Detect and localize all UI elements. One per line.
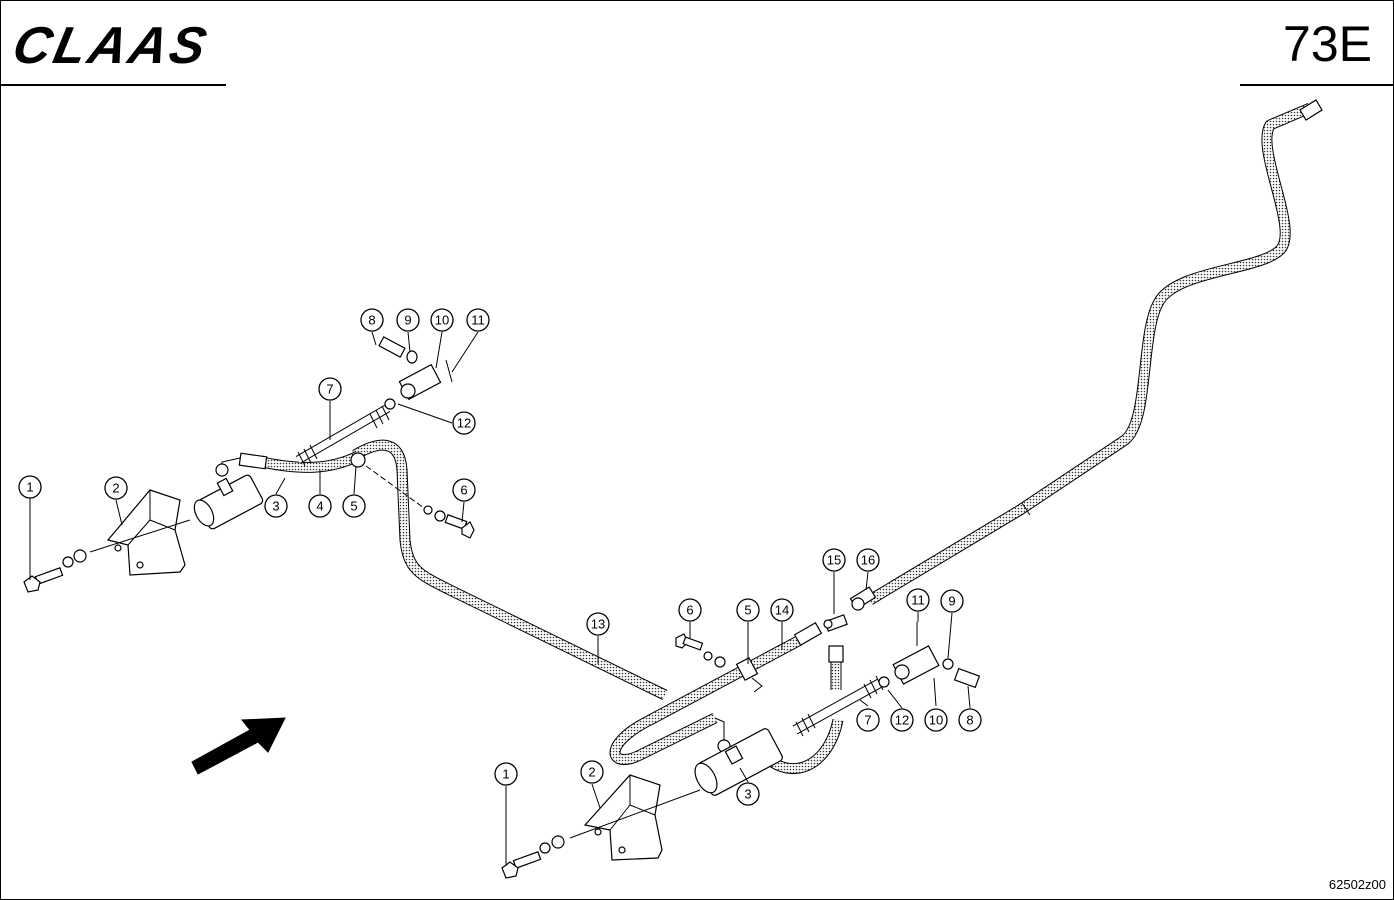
svg-text:12: 12 xyxy=(457,416,471,431)
svg-text:10: 10 xyxy=(929,713,943,728)
callout-2-upper: 2 xyxy=(104,476,128,500)
hose-end-fitting-top xyxy=(1299,99,1323,121)
svg-text:11: 11 xyxy=(911,593,925,608)
logo-underline xyxy=(0,84,226,86)
svg-text:13: 13 xyxy=(591,617,605,632)
callout-10-upper: 10 xyxy=(430,308,454,332)
svg-text:10: 10 xyxy=(435,313,449,328)
bracket-lower-2 xyxy=(583,774,663,861)
pin-lower-8 xyxy=(942,658,981,689)
callout-7-lower: 7 xyxy=(856,708,880,732)
bolt-lower-6 xyxy=(675,633,726,668)
tee-fitting-15 xyxy=(823,614,848,632)
callout-11-upper: 11 xyxy=(466,308,490,332)
hose-line-13 xyxy=(352,439,668,700)
svg-text:9: 9 xyxy=(948,594,955,609)
callout-7-upper: 7 xyxy=(318,377,342,401)
callout-6-upper: 6 xyxy=(452,478,476,502)
callout-6-lower: 6 xyxy=(678,598,702,622)
callout-3-upper: 3 xyxy=(264,494,288,518)
svg-text:1: 1 xyxy=(26,480,33,495)
svg-text:12: 12 xyxy=(895,713,909,728)
alignment-lines xyxy=(89,465,701,839)
clevis-upper-10 xyxy=(384,363,442,410)
hose-line-4 xyxy=(215,451,361,477)
callout-5-lower: 5 xyxy=(736,598,760,622)
svg-text:8: 8 xyxy=(368,313,375,328)
direction-arrow xyxy=(191,717,286,775)
callout-4: 4 xyxy=(308,494,332,518)
page-code: 73E xyxy=(1283,16,1372,72)
callout-15: 15 xyxy=(822,548,846,572)
svg-text:7: 7 xyxy=(864,713,871,728)
callout-8-lower: 8 xyxy=(958,708,982,732)
callout-2-lower: 2 xyxy=(580,760,604,784)
svg-text:3: 3 xyxy=(744,787,751,802)
svg-text:15: 15 xyxy=(827,553,841,568)
piston-rod-lower-7 xyxy=(792,675,884,737)
hose-line-14 xyxy=(609,621,823,765)
svg-text:6: 6 xyxy=(686,603,693,618)
clamp-upper-5 xyxy=(350,452,366,468)
svg-text:2: 2 xyxy=(112,481,119,496)
svg-text:9: 9 xyxy=(404,313,411,328)
callout-9-lower: 9 xyxy=(940,589,964,613)
cylinder-upper-3 xyxy=(193,474,264,530)
hose-fitting-16 xyxy=(849,586,877,611)
callout-12-upper: 12 xyxy=(452,411,476,435)
callout-5-upper: 5 xyxy=(342,494,366,518)
pin-upper-8 xyxy=(378,336,453,383)
svg-text:16: 16 xyxy=(861,553,875,568)
hose-line-16 xyxy=(867,102,1313,605)
cylinder-lower-3 xyxy=(694,728,783,796)
svg-text:3: 3 xyxy=(272,499,279,514)
callout-12-lower: 12 xyxy=(890,708,914,732)
svg-text:4: 4 xyxy=(316,499,323,514)
bolt-lower-1 xyxy=(501,835,565,879)
clamp-lower-5 xyxy=(735,656,763,693)
callout-10-lower: 10 xyxy=(924,708,948,732)
callout-3-lower: 3 xyxy=(736,782,760,806)
svg-text:11: 11 xyxy=(471,313,485,328)
callout-leaders xyxy=(29,331,971,866)
svg-text:1: 1 xyxy=(502,767,509,782)
callout-14: 14 xyxy=(770,598,794,622)
callout-8-upper: 8 xyxy=(360,308,384,332)
svg-text:6: 6 xyxy=(460,483,467,498)
clevis-lower-10 xyxy=(878,622,940,688)
callout-11-lower: 11 xyxy=(906,588,930,612)
svg-text:14: 14 xyxy=(775,603,789,618)
piston-rod-upper-7 xyxy=(295,404,391,467)
bolt-upper-6 xyxy=(423,505,475,539)
callout-13: 13 xyxy=(586,612,610,636)
svg-text:5: 5 xyxy=(350,499,357,514)
callout-16: 16 xyxy=(856,548,880,572)
callout-9-upper: 9 xyxy=(396,308,420,332)
callout-1-upper: 1 xyxy=(18,475,42,499)
svg-text:7: 7 xyxy=(326,382,333,397)
drawing-id: 62502z00 xyxy=(1328,877,1386,892)
bracket-upper-2 xyxy=(106,489,186,576)
hose-line-lower xyxy=(769,645,844,775)
page-code-underline xyxy=(1240,84,1394,86)
callout-1-lower: 1 xyxy=(494,762,518,786)
svg-text:8: 8 xyxy=(966,713,973,728)
svg-text:2: 2 xyxy=(588,765,595,780)
svg-text:5: 5 xyxy=(744,603,751,618)
bolt-upper-1 xyxy=(23,549,87,593)
